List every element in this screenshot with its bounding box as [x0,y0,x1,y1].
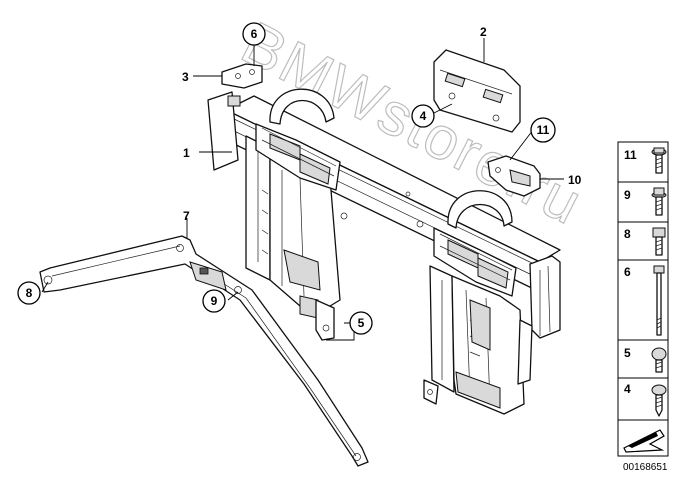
svg-text:5: 5 [358,316,365,330]
hex-flange-bolt-icon: 9 [624,187,667,216]
round-head-screw-icon: 5 [624,346,667,373]
hex-bolt-icon: 8 [624,227,666,256]
self-tapping-screw-icon: 4 [624,382,667,417]
reference-number: 00168651 [623,462,668,473]
svg-text:9: 9 [211,294,218,308]
fastener-legend: 11 9 8 6 5 [617,141,669,473]
svg-text:11: 11 [537,123,550,137]
callout-4: 4 [411,104,435,128]
bracket-3-part [221,63,263,89]
flange-screw-icon: 11 [624,147,667,174]
svg-text:11: 11 [624,148,637,162]
svg-text:6: 6 [624,265,631,279]
callout-2: 2 [480,25,487,39]
callout-6: 6 [242,22,266,46]
svg-text:8: 8 [624,227,631,241]
svg-text:7: 7 [183,209,190,223]
cover-plate-2-part [433,49,521,133]
direction-arrow-icon [623,429,665,453]
svg-text:2: 2 [480,25,487,39]
callout-3: 3 [182,70,189,84]
callout-5: 5 [349,311,373,335]
svg-text:3: 3 [182,70,189,84]
svg-text:6: 6 [251,27,258,41]
left-handle-part [255,88,341,191]
right-hanger-part [423,265,533,415]
bracket-10-part [487,155,541,197]
callout-11: 11 [530,117,556,143]
svg-text:1: 1 [183,146,190,160]
long-bolt-icon: 6 [624,265,665,336]
svg-text:9: 9 [624,188,631,202]
callout-8: 8 [17,281,41,305]
callout-1: 1 [183,146,190,160]
svg-text:5: 5 [624,346,631,360]
left-hanger-part [245,135,341,341]
svg-text:4: 4 [624,382,631,396]
callout-10: 10 [568,173,582,187]
svg-text:10: 10 [568,173,582,187]
callout-7: 7 [183,209,190,223]
svg-text:4: 4 [420,109,427,123]
svg-text:8: 8 [26,286,33,300]
support-bow-part [39,235,369,467]
right-handle-part [433,190,517,297]
callout-9: 9 [202,289,226,313]
